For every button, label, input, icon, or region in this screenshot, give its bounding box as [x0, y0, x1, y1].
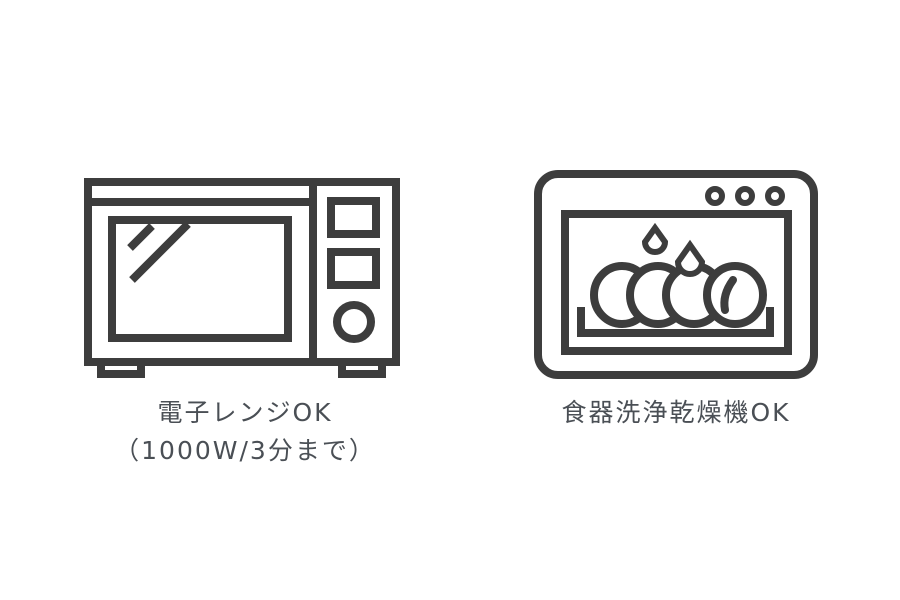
microwave-body: [84, 178, 400, 366]
water-drop-icon: [674, 239, 706, 277]
microwave-window: [108, 216, 292, 342]
microwave-dial: [333, 301, 375, 343]
microwave-foot: [338, 358, 386, 378]
microwave-ok-text: 電子レンジOK: [157, 398, 333, 427]
dishwasher-window: [561, 210, 792, 355]
microwave-limit-text: （1000W/3分まで）: [114, 436, 376, 465]
microwave-label: 電子レンジOK （1000W/3分まで）: [95, 394, 395, 470]
dishwasher-label: 食器洗浄乾燥機OK: [526, 394, 826, 432]
dish-rack: [577, 307, 774, 337]
water-drop-icon: [641, 222, 669, 255]
microwave-button: [327, 248, 380, 289]
microwave-button: [327, 197, 380, 238]
dishwasher-ok-text: 食器洗浄乾燥機OK: [561, 398, 791, 427]
microwave-foot: [97, 358, 145, 378]
dishwasher-body: [534, 170, 818, 379]
